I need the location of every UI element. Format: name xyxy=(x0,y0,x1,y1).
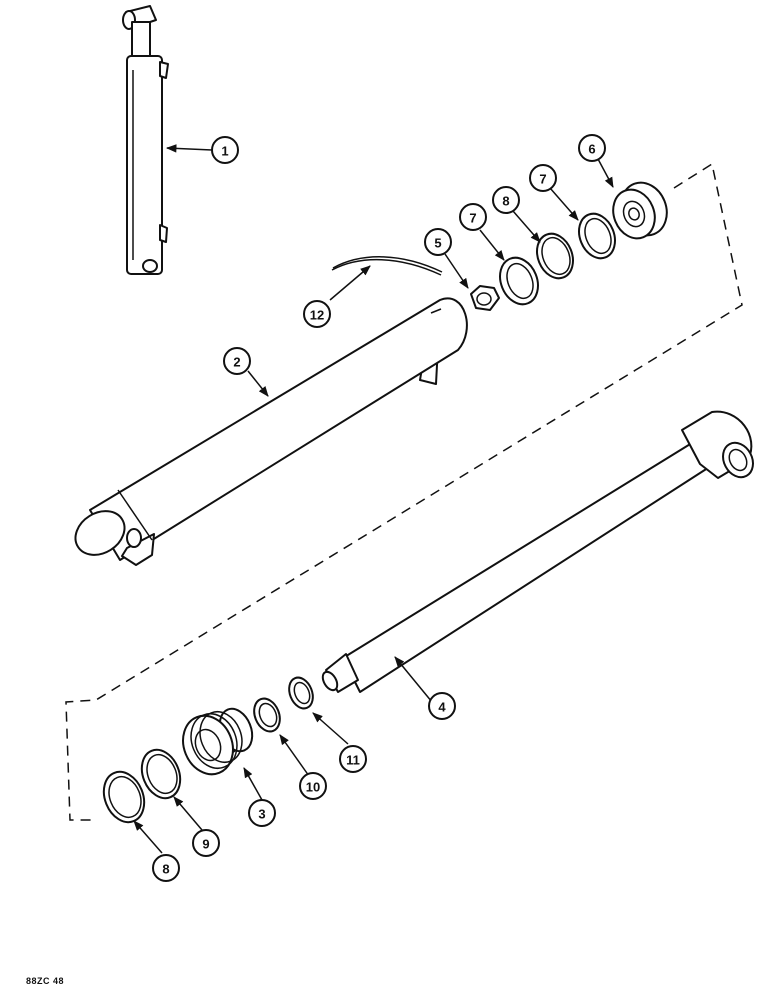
callout-2: 2 xyxy=(223,347,251,375)
callout-label: 4 xyxy=(438,700,446,715)
callout-10: 10 xyxy=(299,772,327,800)
callout-3: 3 xyxy=(248,799,276,827)
callout-9: 9 xyxy=(192,829,220,857)
callout-7-left: 7 xyxy=(459,203,487,231)
part-10-ring xyxy=(253,697,281,733)
callout-8-lower: 8 xyxy=(152,854,180,882)
part-7-ring-upper-left xyxy=(499,256,539,306)
part-11-ring xyxy=(288,676,314,710)
callout-label: 2 xyxy=(233,355,240,370)
part-4-rod xyxy=(321,410,754,693)
figure-reference-code: 88ZC 48 xyxy=(26,976,65,986)
callout-label: 12 xyxy=(310,308,324,323)
callout-label: 11 xyxy=(346,753,360,768)
part-5-nut xyxy=(470,285,500,311)
callout-label: 1 xyxy=(221,144,228,159)
part-9-ring xyxy=(140,748,182,800)
assembly-dashed-line xyxy=(65,162,743,821)
part-1-cylinder-assembly xyxy=(122,5,169,275)
callout-label: 8 xyxy=(502,194,509,209)
callout-6: 6 xyxy=(578,134,606,162)
callout-8-upper: 8 xyxy=(492,186,520,214)
callout-label: 6 xyxy=(588,142,595,157)
part-3-gland xyxy=(182,707,254,776)
callout-label: 7 xyxy=(469,211,476,226)
callout-4: 4 xyxy=(428,692,456,720)
leader-lines xyxy=(133,144,614,854)
part-12-wire xyxy=(331,258,442,276)
callout-label: 8 xyxy=(162,862,169,877)
callout-11: 11 xyxy=(339,745,367,773)
part-6-piston xyxy=(612,181,668,240)
callout-7-right: 7 xyxy=(529,164,557,192)
callout-label: 3 xyxy=(258,807,265,822)
callout-1: 1 xyxy=(211,136,239,164)
callout-12: 12 xyxy=(303,300,331,328)
part-7-ring-upper-right xyxy=(578,212,616,260)
part-8-ring-upper xyxy=(536,232,574,280)
callout-5: 5 xyxy=(424,228,452,256)
callout-label: 7 xyxy=(539,172,546,187)
callout-label: 5 xyxy=(434,236,441,251)
part-2-barrel xyxy=(74,297,468,566)
callout-label: 9 xyxy=(202,837,209,852)
callout-label: 10 xyxy=(306,780,320,795)
